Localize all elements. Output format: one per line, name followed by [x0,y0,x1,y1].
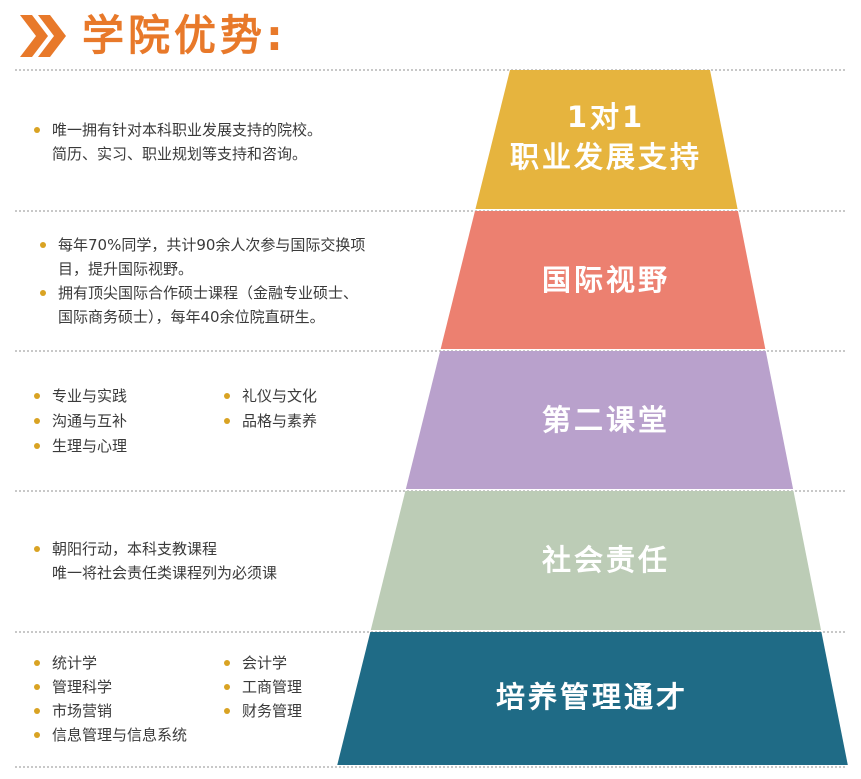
list-item: 拥有顶尖国际合作硕士课程（金融专业硕士、 国际商务硕士），每年40余位院直研生。 [40,281,450,329]
tier-label-line: 职业发展支持 [509,140,702,174]
tier-label-line: 1对1 [566,100,646,134]
list-item: 财务管理 [224,699,414,723]
list-item: 唯一拥有针对本科职业发展支持的院校。 简历、实习、职业规划等支持和咨询。 [34,118,454,166]
list-item: 生理与心理 [34,434,224,459]
tier-description-second-classroom: 专业与实践 礼仪与文化 沟通与互补 品格与素养 生理与心理 [34,384,414,459]
tier-label-global: 国际视野 [440,260,772,300]
list-item: 专业与实践 [34,384,224,409]
tier-label-career: 1对1 职业发展支持 [476,97,736,177]
tier-description-social-responsibility: 朝阳行动，本科支教课程 唯一将社会责任类课程列为必须课 [34,537,374,585]
tier-global-block [440,211,766,349]
tier-second-classroom-block [405,351,794,489]
list-item: 品格与素养 [224,409,414,434]
tier-label-management: 培养管理通才 [337,677,847,717]
tier-label-second-classroom: 第二课堂 [405,400,807,440]
tier-description-career: 唯一拥有针对本科职业发展支持的院校。 简历、实习、职业规划等支持和咨询。 [34,118,454,166]
list-item: 沟通与互补 [34,409,224,434]
list-item: 工商管理 [224,675,414,699]
list-item: 管理科学 [34,675,224,699]
list-item: 每年70%同学，共计90余人次参与国际交换项 目，提升国际视野。 [40,233,450,281]
list-item: 统计学 [34,651,224,675]
list-item: 市场营销 [34,699,224,723]
list-item: 礼仪与文化 [224,384,414,409]
tier-label-line: 培养管理通才 [495,680,688,714]
divider [15,69,845,71]
tier-label-line: 第二课堂 [541,403,670,437]
tier-label-social-responsibility: 社会责任 [371,540,841,580]
divider [15,350,845,352]
tier-label-line: 国际视野 [541,263,670,297]
tier-management-block [337,632,848,765]
tier-social-responsibility-block [370,491,822,630]
tier-label-line: 社会责任 [541,543,670,577]
list-item: 朝阳行动，本科支教课程 唯一将社会责任类课程列为必须课 [34,537,374,585]
tier-description-management: 统计学 会计学 管理科学 工商管理 市场营销 财务管理 信息管理与信息系统 [34,651,414,747]
list-item: 会计学 [224,651,414,675]
divider [15,210,845,212]
page-title: 学院优势: [82,11,287,60]
section-header: 学院优势: [18,6,287,66]
tier-career-block [475,70,738,209]
tier-description-global: 每年70%同学，共计90余人次参与国际交换项 目，提升国际视野。 拥有顶尖国际合… [40,233,450,329]
double-chevron-icon [20,15,66,57]
list-item: 信息管理与信息系统 [34,723,414,747]
divider [15,766,845,768]
